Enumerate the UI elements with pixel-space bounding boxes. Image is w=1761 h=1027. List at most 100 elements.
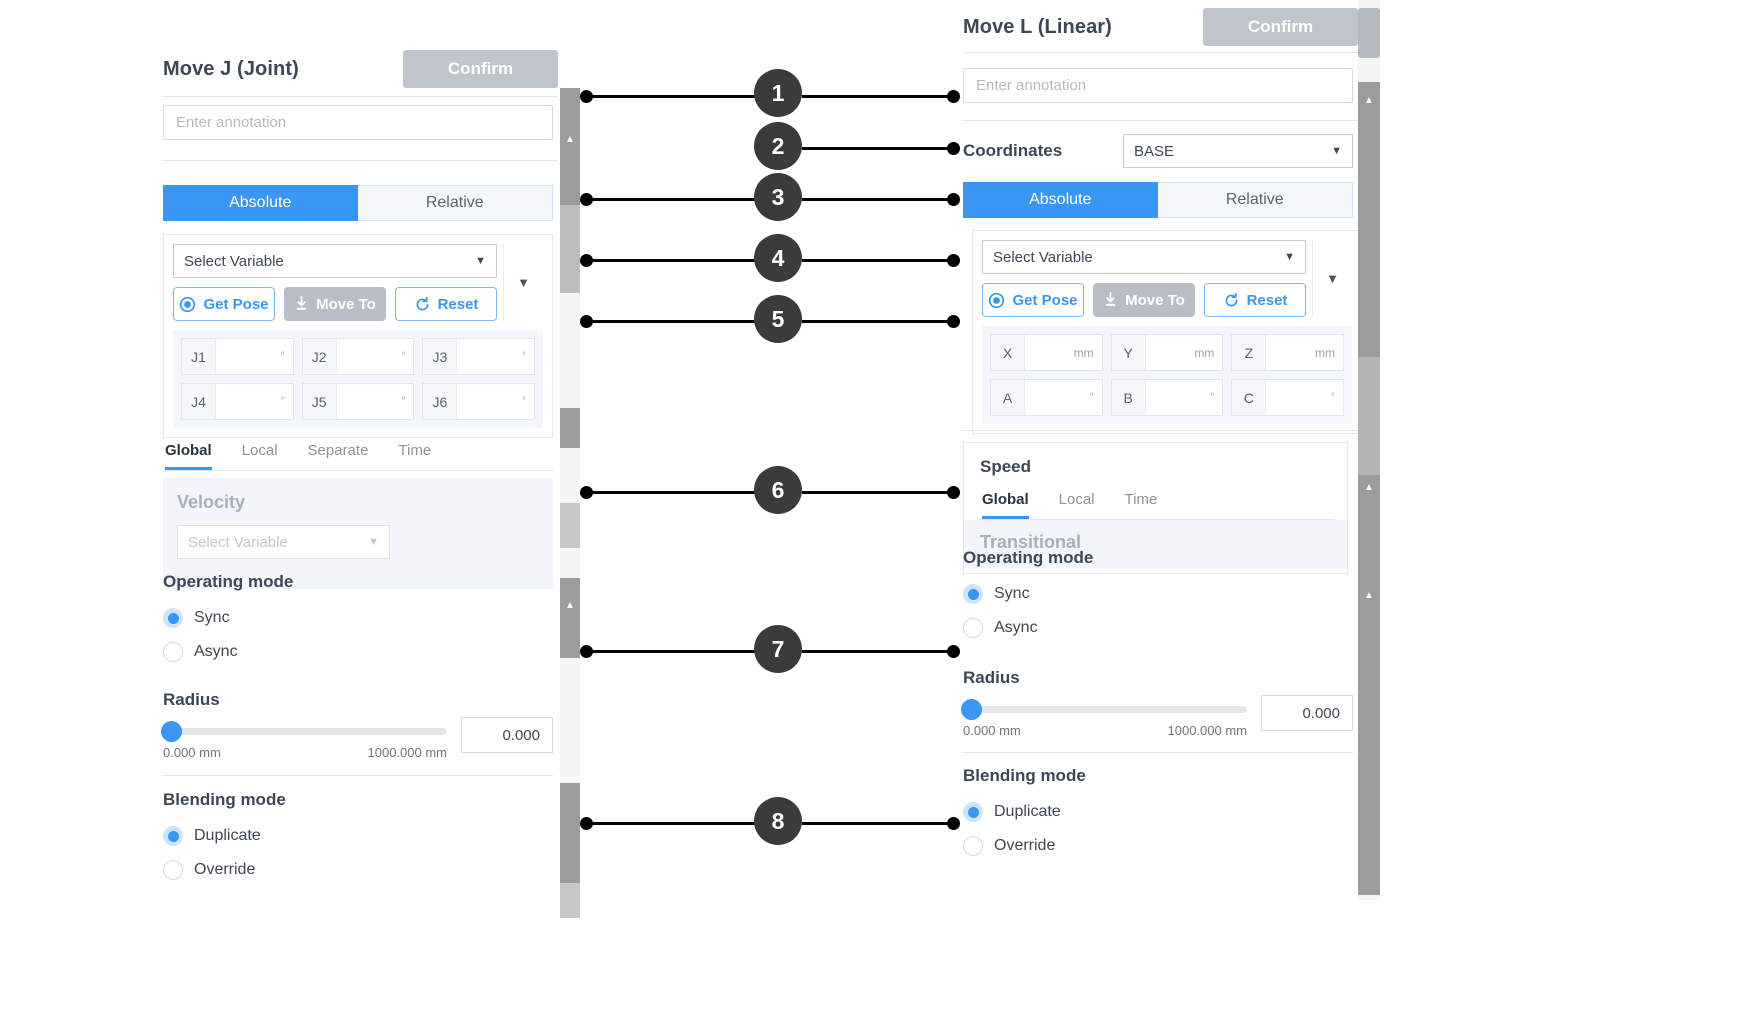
radio-icon-selected[interactable] [163, 608, 183, 628]
radio-override-label: Override [994, 837, 1056, 854]
divider [963, 752, 1353, 753]
confirm-button[interactable]: Confirm [403, 50, 558, 88]
callout-badge-6: 6 [754, 466, 802, 514]
radio-sync[interactable]: Sync [963, 584, 1093, 604]
radio-sync[interactable]: Sync [163, 608, 293, 628]
tab-absolute[interactable]: Absolute [963, 182, 1158, 218]
joint-cell-j6[interactable]: J6 ° [422, 383, 536, 420]
variable-select-value: Select Variable [184, 252, 284, 270]
radio-duplicate[interactable]: Duplicate [163, 826, 286, 846]
left-panel-scrollbar[interactable]: ▲ ▲ [560, 88, 580, 918]
tab-separate[interactable]: Separate [307, 442, 369, 459]
radius-slider[interactable] [161, 721, 447, 742]
radio-icon-selected[interactable] [963, 584, 983, 604]
scroll-up-icon[interactable]: ▲ [565, 599, 575, 611]
coordinates-row: Coordinates BASE ▼ [963, 134, 1353, 168]
radius-slider[interactable] [961, 699, 1247, 720]
get-pose-button[interactable]: Get Pose [982, 283, 1084, 317]
scrollbar-thumb[interactable] [1358, 82, 1380, 357]
radio-async[interactable]: Async [963, 618, 1093, 638]
pose-cell-a[interactable]: A ° [990, 379, 1103, 416]
radius-control-row: 0.000 mm 1000.000 mm 0.000 [961, 695, 1353, 738]
move-to-button[interactable]: Move To [1093, 283, 1195, 317]
velocity-tabs[interactable]: Global Local Separate Time [163, 442, 553, 471]
scrollbar-thumb[interactable] [560, 408, 580, 448]
joint-cell-j1[interactable]: J1 ° [181, 338, 294, 375]
joint-label: J1 [182, 339, 216, 374]
pose-cell-z[interactable]: Z mm [1231, 334, 1345, 371]
scrollbar-thumb[interactable] [1358, 475, 1380, 895]
radio-icon-selected[interactable] [963, 802, 983, 822]
pose-cell-c[interactable]: C ° [1231, 379, 1345, 416]
scroll-up-icon[interactable]: ▲ [1364, 481, 1374, 493]
reset-button[interactable]: Reset [395, 287, 497, 321]
variable-select[interactable]: Select Variable ▼ [982, 240, 1306, 274]
pose-cell-b[interactable]: B ° [1110, 379, 1224, 416]
reset-button[interactable]: Reset [1204, 283, 1306, 317]
coordinates-select[interactable]: BASE ▼ [1123, 134, 1353, 168]
radio-async[interactable]: Async [163, 642, 293, 662]
radius-input[interactable]: 0.000 [1261, 695, 1353, 731]
pose-cell-x[interactable]: X mm [990, 334, 1103, 371]
scrollbar-thumb[interactable] [560, 503, 580, 548]
radio-target-icon [989, 292, 1005, 308]
scroll-up-icon[interactable]: ▲ [1364, 589, 1374, 601]
radius-input[interactable]: 0.000 [461, 717, 553, 753]
absolute-relative-toggle[interactable]: Absolute Relative [163, 185, 553, 221]
absolute-relative-toggle[interactable]: Absolute Relative [963, 182, 1353, 218]
radio-icon-selected[interactable] [163, 826, 183, 846]
radio-override[interactable]: Override [963, 836, 1086, 856]
scroll-up-icon[interactable]: ▲ [1364, 94, 1374, 106]
tab-absolute[interactable]: Absolute [163, 185, 358, 221]
tab-local[interactable]: Local [1058, 491, 1095, 508]
expand-more-button[interactable]: ▼ [503, 244, 543, 321]
variable-select[interactable]: Select Variable ▼ [173, 244, 497, 278]
scrollbar-thumb[interactable] [560, 205, 580, 293]
joint-cell-j2[interactable]: J2 ° [301, 338, 415, 375]
radius-range: 0.000 mm 1000.000 mm [163, 745, 447, 760]
slider-handle[interactable] [161, 721, 182, 742]
speed-title: Speed [980, 457, 1032, 476]
get-pose-button[interactable]: Get Pose [173, 287, 275, 321]
callout-line [586, 650, 756, 653]
tab-local[interactable]: Local [241, 442, 278, 459]
scrollbar-thumb[interactable] [1358, 357, 1380, 475]
radio-icon[interactable] [963, 836, 983, 856]
speed-section: Speed Global Local Time Transitional [963, 442, 1348, 574]
tab-global[interactable]: Global [982, 491, 1029, 519]
tab-time[interactable]: Time [1124, 491, 1158, 508]
scroll-up-icon[interactable]: ▲ [565, 133, 575, 145]
joint-cell-j3[interactable]: J3 ° [422, 338, 536, 375]
callout-dot [947, 486, 960, 499]
scrollbar-thumb[interactable] [560, 783, 580, 883]
degree-unit: ° [1210, 392, 1215, 403]
pose-cell-y[interactable]: Y mm [1110, 334, 1224, 371]
radio-duplicate[interactable]: Duplicate [963, 802, 1086, 822]
radius-label: Radius [963, 668, 1020, 687]
callout-dot [580, 193, 593, 206]
scrollbar-thumb[interactable] [560, 883, 580, 918]
annotation-input[interactable]: Enter annotation [963, 68, 1353, 103]
radio-override[interactable]: Override [163, 860, 286, 880]
scrollbar-thumb[interactable] [560, 88, 580, 205]
radio-icon[interactable] [163, 860, 183, 880]
joint-cell-j4[interactable]: J4 ° [181, 383, 294, 420]
speed-tabs[interactable]: Global Local Time [980, 491, 1335, 520]
velocity-section: Velocity Select Variable ▼ [163, 478, 553, 589]
annotation-input[interactable]: Enter annotation [163, 105, 553, 140]
radio-icon[interactable] [163, 642, 183, 662]
move-to-button[interactable]: Move To [284, 287, 386, 321]
velocity-variable-select[interactable]: Select Variable ▼ [177, 525, 390, 559]
radio-icon[interactable] [963, 618, 983, 638]
tab-time[interactable]: Time [398, 442, 432, 459]
confirm-button[interactable]: Confirm [1203, 8, 1358, 46]
joint-cell-j5[interactable]: J5 ° [301, 383, 415, 420]
scrollbar-thumb[interactable] [560, 578, 580, 658]
right-panel-scrollbar[interactable]: ▲ ▼ ▲ ▲ [1358, 0, 1380, 900]
tab-relative[interactable]: Relative [357, 185, 553, 221]
tab-global[interactable]: Global [165, 442, 212, 470]
scrollbar-thumb[interactable] [1358, 8, 1380, 58]
slider-handle[interactable] [961, 699, 982, 720]
expand-more-button[interactable]: ▼ [1312, 240, 1352, 317]
tab-relative[interactable]: Relative [1157, 182, 1353, 218]
